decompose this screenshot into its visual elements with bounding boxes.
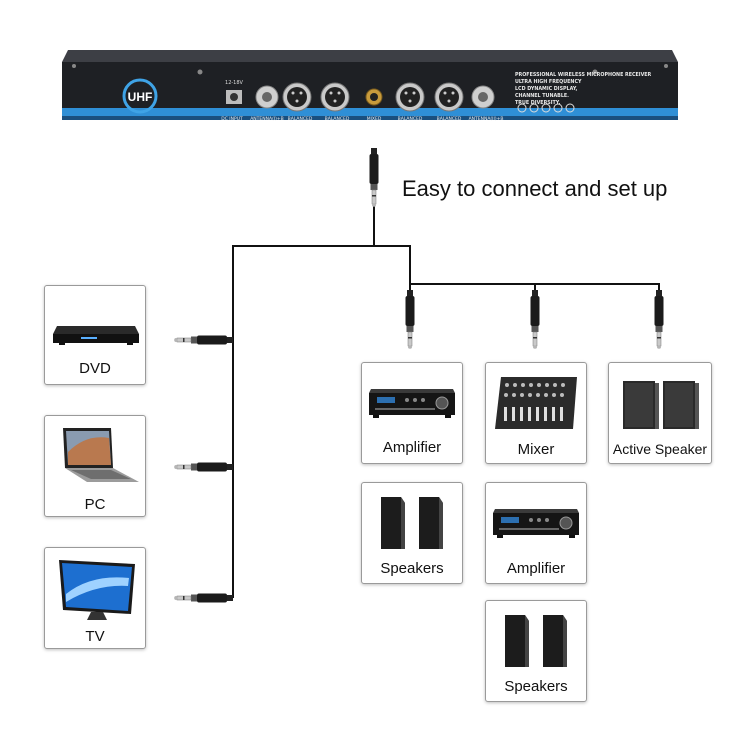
xlr-output-2-icon — [320, 82, 350, 112]
laptop-icon — [63, 428, 139, 482]
svg-text:ANTENNA(I)+B: ANTENNA(I)+B — [250, 116, 284, 122]
source-box-pc: PC — [44, 415, 146, 517]
output-label: Active Speaker — [612, 441, 708, 457]
antenna-connector-right-icon — [471, 85, 495, 109]
svg-text:MIXED: MIXED — [367, 116, 382, 122]
source-label: TV — [85, 628, 105, 645]
svg-text:DC INPUT: DC INPUT — [221, 116, 243, 122]
output-label: Speakers — [380, 560, 444, 577]
output-box-active-speaker: Active Speaker — [608, 362, 712, 464]
active-speaker-icon — [623, 381, 699, 429]
dc-input-jack-icon — [226, 90, 242, 104]
svg-text:ANTENNA(II)+B: ANTENNA(II)+B — [469, 116, 504, 122]
xlr-output-4-icon — [434, 82, 464, 112]
svg-text:TRUE DIVERSITY.: TRUE DIVERSITY. — [515, 100, 560, 106]
svg-text:ULTRA HIGH FREQUENCY: ULTRA HIGH FREQUENCY — [515, 79, 582, 85]
output-label: Amplifier — [506, 560, 566, 577]
output-box-mixer: Mixer — [485, 362, 587, 464]
output-box-speakers: Speakers — [361, 482, 463, 584]
output-box-amplifier-2: Amplifier — [485, 482, 587, 584]
xlr-output-3-icon — [395, 82, 425, 112]
output-label: Amplifier — [382, 439, 442, 456]
svg-text:BALANCED: BALANCED — [288, 116, 313, 122]
speakers-icon — [505, 615, 567, 667]
svg-text:BALANCED: BALANCED — [398, 116, 423, 122]
dvd-player-icon — [53, 326, 139, 345]
output-box-speakers-2: Speakers — [485, 600, 587, 702]
output-box-amplifier: Amplifier — [361, 362, 463, 464]
svg-text:BALANCED: BALANCED — [325, 116, 350, 122]
svg-text:PROFESSIONAL WIRELESS MICROPHO: PROFESSIONAL WIRELESS MICROPHONE RECEIVE… — [515, 72, 652, 78]
source-label: DVD — [79, 360, 111, 377]
mixer-icon — [495, 377, 577, 429]
svg-text:CHANNEL TUNABLE.: CHANNEL TUNABLE. — [515, 93, 569, 99]
source-box-tv: TV — [44, 547, 146, 649]
source-box-dvd: DVD — [44, 285, 146, 385]
uhf-logo-icon: UHF — [122, 78, 158, 114]
svg-text:12-18V: 12-18V — [225, 80, 244, 86]
svg-text:LCD DYNAMIC DISPLAY,: LCD DYNAMIC DISPLAY, — [515, 86, 578, 92]
amplifier-icon — [369, 389, 455, 418]
certification-icons — [517, 103, 575, 113]
output-label: Mixer — [517, 441, 555, 458]
heading: Easy to connect and set up — [402, 176, 668, 201]
mixed-output-jack-icon — [365, 88, 383, 106]
amplifier-icon — [493, 509, 579, 538]
receiver-port-labels: DC INPUT ANTENNA(I)+B BALANCED BALANCED … — [221, 116, 503, 122]
antenna-connector-left-icon — [255, 85, 279, 109]
wireless-receiver-rear-panel: UHF 12-18V DC INPUT ANTENNA(I)+B BALANCE… — [62, 50, 678, 122]
output-label: Speakers — [504, 678, 568, 695]
source-label: PC — [84, 496, 106, 513]
tv-icon — [59, 560, 135, 620]
speakers-icon — [381, 497, 443, 549]
receiver-spec-text: PROFESSIONAL WIRELESS MICROPHONE RECEIVE… — [515, 72, 652, 106]
svg-text:UHF: UHF — [128, 90, 153, 104]
xlr-output-1-icon — [282, 82, 312, 112]
svg-text:BALANCED: BALANCED — [437, 116, 462, 122]
